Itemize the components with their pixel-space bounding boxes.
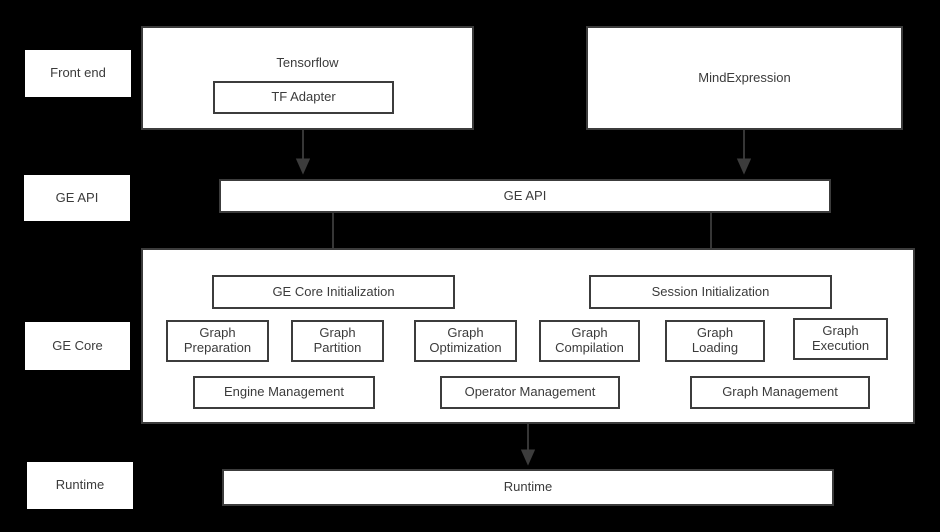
graph-management-box[interactable]: Graph Management (690, 376, 870, 409)
stage-label-ge-core-text: GE Core (52, 337, 103, 353)
mindexpression-box[interactable]: MindExpression (586, 26, 903, 130)
graph-partition-box[interactable]: Graph Partition (291, 320, 384, 362)
ge-core-initialization-label: GE Core Initialization (272, 283, 395, 299)
runtime-bar-label: Runtime (503, 479, 553, 495)
stage-label-runtime-text: Runtime (55, 477, 105, 493)
graph-optimization-label: Graph Optimization (429, 325, 502, 355)
engine-management-label: Engine Management (224, 384, 344, 400)
operator-management-box[interactable]: Operator Management (440, 376, 620, 409)
tensorflow-container (141, 26, 474, 130)
graph-compilation-box[interactable]: Graph Compilation (539, 320, 640, 362)
tf-adapter-box[interactable]: TF Adapter (213, 81, 394, 114)
graph-partition-label: Graph Partition (313, 325, 362, 355)
stage-label-ge-api-text: GE API (55, 189, 99, 205)
stage-label-front-end-text: Front end (50, 65, 106, 81)
graph-preparation-box[interactable]: Graph Preparation (166, 320, 269, 362)
graph-loading-box[interactable]: Graph Loading (665, 320, 765, 362)
graph-optimization-box[interactable]: Graph Optimization (414, 320, 517, 362)
graph-execution-box[interactable]: Graph Execution (793, 318, 888, 360)
runtime-bar[interactable]: Runtime (222, 469, 834, 506)
graph-preparation-label: Graph Preparation (183, 325, 252, 355)
graph-compilation-label: Graph Compilation (555, 325, 624, 355)
session-initialization-label: Session Initialization (651, 283, 770, 299)
ge-core-initialization-box[interactable]: GE Core Initialization (212, 275, 455, 309)
stage-label-front-end: Front end (25, 50, 131, 97)
tf-adapter-label: TF Adapter (271, 89, 336, 105)
ge-api-bar[interactable]: GE API (219, 179, 831, 213)
engine-management-box[interactable]: Engine Management (193, 376, 375, 409)
tensorflow-title: Tensorflow (276, 55, 339, 70)
session-initialization-box[interactable]: Session Initialization (589, 275, 832, 309)
stage-label-ge-api: GE API (24, 175, 130, 221)
graph-loading-label: Graph Loading (691, 325, 739, 355)
stage-label-ge-core: GE Core (25, 322, 130, 370)
graph-execution-label: Graph Execution (811, 323, 870, 353)
ge-api-bar-label: GE API (503, 187, 547, 203)
mindexpression-label: MindExpression (698, 69, 791, 85)
operator-management-label: Operator Management (464, 384, 596, 400)
graph-management-label: Graph Management (722, 384, 838, 400)
stage-label-runtime: Runtime (27, 462, 133, 509)
